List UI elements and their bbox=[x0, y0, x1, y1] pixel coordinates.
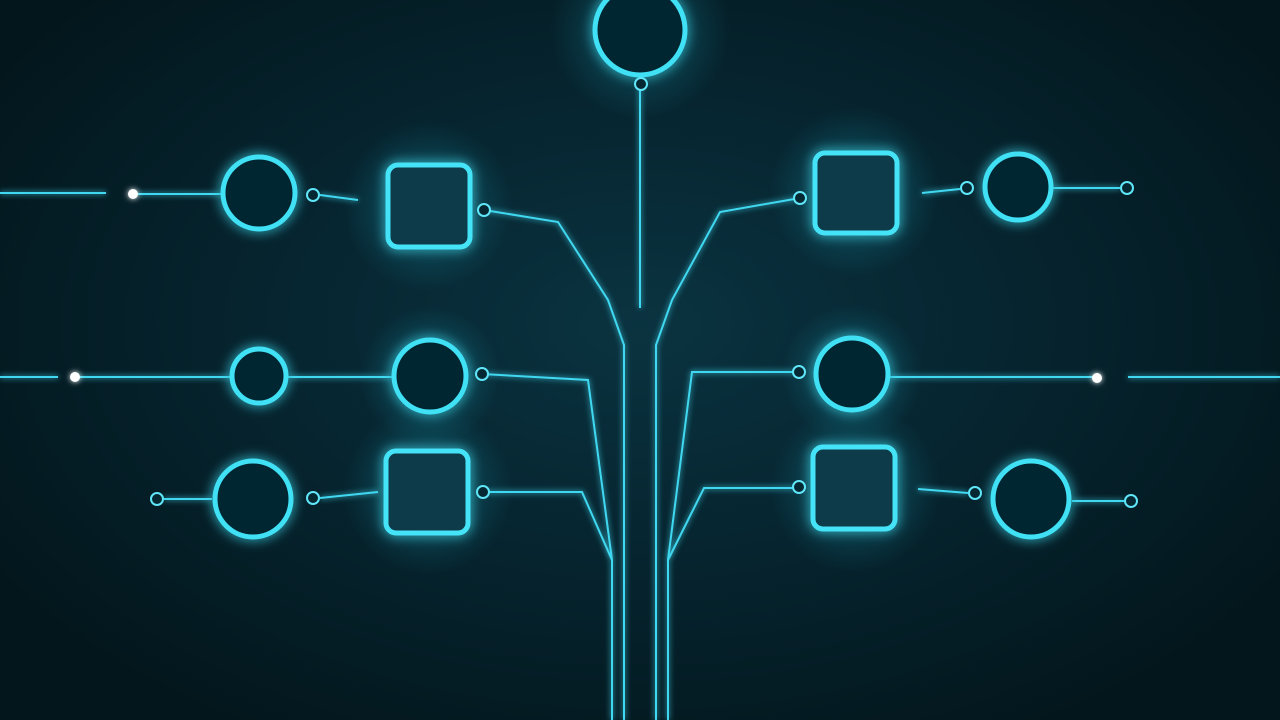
lower-right-branch bbox=[667, 487, 798, 561]
connector-dot-icon bbox=[476, 485, 490, 499]
square-node-icon bbox=[385, 162, 473, 250]
circle-node-icon bbox=[391, 337, 469, 415]
glowing-spark-icon bbox=[128, 189, 138, 199]
lower-left-branch bbox=[484, 491, 613, 561]
left-low-line-b bbox=[319, 491, 379, 499]
circle-node-icon bbox=[592, 0, 688, 78]
connector-dot-icon bbox=[793, 191, 807, 205]
connector-dot-icon bbox=[792, 480, 806, 494]
square-node-icon bbox=[810, 444, 898, 532]
glowing-spark-icon bbox=[1092, 373, 1102, 383]
sparks bbox=[70, 189, 1102, 383]
square-node-icon bbox=[383, 448, 471, 536]
circle-node-icon bbox=[813, 335, 891, 413]
circle-node-icon bbox=[982, 151, 1054, 223]
circle-node-icon bbox=[229, 346, 289, 406]
connector-dot-icon bbox=[1120, 181, 1134, 195]
glowing-spark-icon bbox=[70, 372, 80, 382]
circle-node-icon bbox=[220, 154, 298, 232]
trunk-line-left bbox=[481, 373, 613, 720]
trunk-line-left-2 bbox=[483, 209, 625, 720]
connector-dot-icon bbox=[475, 367, 489, 381]
connector-dot-icon bbox=[792, 365, 806, 379]
right-low-line-a bbox=[917, 488, 969, 494]
connector-dots bbox=[150, 77, 1138, 508]
connector-dot-icon bbox=[306, 188, 320, 202]
connector-dot-icon bbox=[634, 77, 648, 91]
connector-lines bbox=[0, 84, 1280, 720]
square-node-icon bbox=[812, 150, 900, 236]
connector-dot-icon bbox=[306, 491, 320, 505]
connector-dot-icon bbox=[968, 486, 982, 500]
connector-dot-icon bbox=[150, 492, 164, 506]
square-nodes bbox=[383, 150, 900, 536]
right-top-line-a bbox=[921, 188, 961, 194]
circle-node-icon bbox=[990, 458, 1072, 540]
circle-node-icon bbox=[212, 458, 294, 540]
connector-dot-icon bbox=[477, 203, 491, 217]
trunk-line-right-2 bbox=[667, 371, 798, 720]
connector-dot-icon bbox=[960, 181, 974, 195]
trunk-line-right bbox=[655, 197, 801, 720]
left-top-line-c bbox=[319, 194, 359, 201]
circle-nodes bbox=[212, 0, 1072, 540]
connector-dot-icon bbox=[1124, 494, 1138, 508]
